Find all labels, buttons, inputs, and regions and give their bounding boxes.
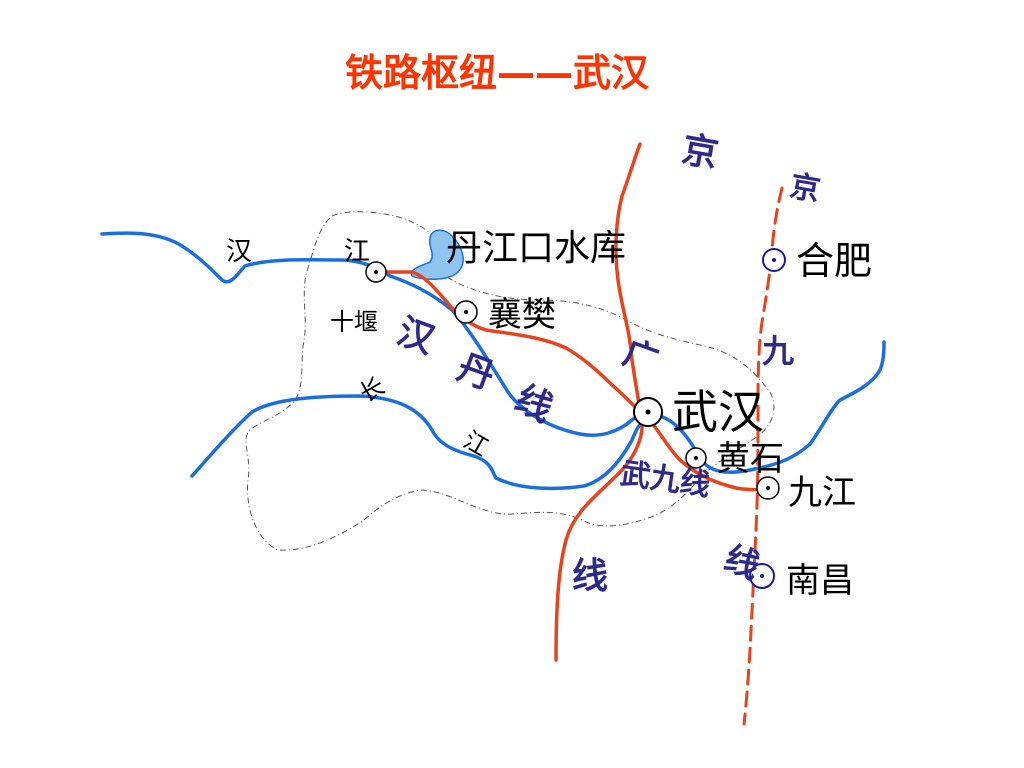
city-label-xiangfan: 襄樊	[488, 295, 556, 335]
yangtze-river-label-2: 江	[459, 426, 494, 462]
city-label-wuhan: 武汉	[672, 385, 764, 439]
city-label-hefei: 合肥	[796, 239, 872, 283]
city-marker-xiangfan	[454, 300, 478, 324]
jingjiu-label-2: 九	[762, 332, 794, 370]
handan-label-3: 线	[509, 378, 559, 430]
circle-dot-center	[766, 486, 770, 490]
handan-label-1: 汉	[392, 311, 441, 362]
jingguang-label-1: 京	[679, 128, 722, 176]
city-label-nanchang: 南昌	[786, 561, 854, 601]
jingguang-label-2: 广	[618, 333, 664, 382]
circle-dot-center	[645, 409, 651, 415]
circle-dot-center	[694, 456, 698, 460]
region-outline	[245, 211, 775, 551]
handan-label-2: 丹	[452, 347, 500, 398]
danjiangkou-reservoir	[410, 229, 464, 280]
han-river-label-2: 江	[344, 237, 370, 267]
circle-dot-center	[772, 258, 776, 262]
city-marker-hefei	[762, 248, 786, 272]
han-river-label-1: 汉	[226, 237, 252, 267]
city-label-jiujiang: 九江	[788, 473, 856, 513]
jingguang-label-3: 线	[572, 556, 608, 597]
circle-dot-center	[374, 270, 378, 274]
wujiu-railway	[646, 416, 770, 492]
map-title: 铁路枢纽——武汉	[345, 51, 650, 95]
reservoir-label: 丹江口水库	[446, 228, 626, 269]
city-marker-huangshi	[685, 447, 707, 469]
yangtze-river	[190, 340, 886, 491]
han-river	[100, 231, 662, 437]
circle-dot-center	[464, 310, 468, 314]
handan-railway	[374, 270, 650, 420]
city-marker-wuhan	[633, 397, 663, 427]
yangtze-river-label-1: 长	[355, 372, 390, 408]
city-marker-shiyan	[365, 261, 387, 283]
city-label-huangshi: 黄石	[716, 439, 784, 479]
city-label-shiyan: 十堰	[330, 308, 378, 336]
circle-dot-center	[760, 574, 764, 578]
city-marker-jiujiang	[756, 476, 780, 500]
jingjiu-label-1: 京	[787, 169, 823, 209]
city-marker-nanchang	[749, 563, 775, 589]
